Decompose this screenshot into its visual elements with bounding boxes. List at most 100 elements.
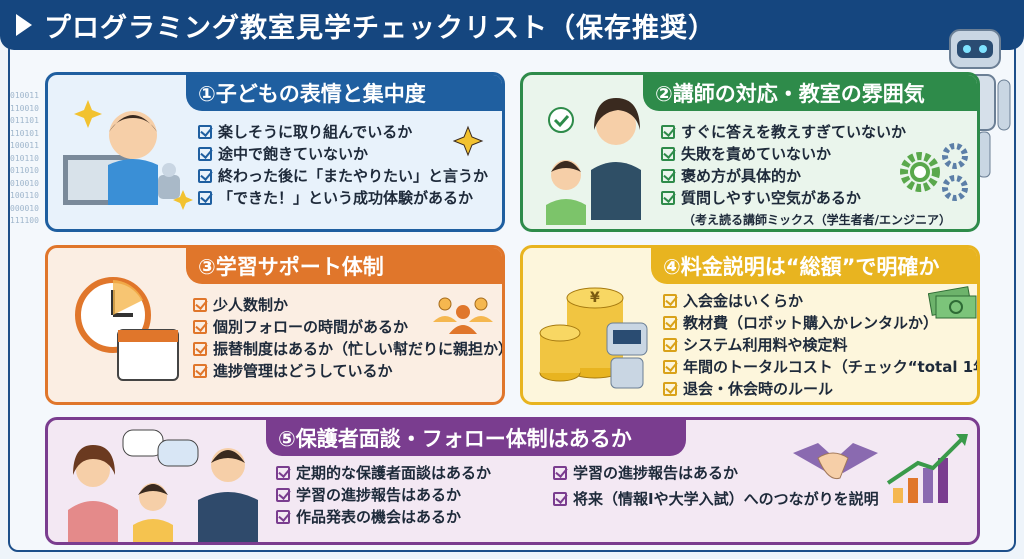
checkbox-checked-icon bbox=[663, 382, 677, 396]
item-text: 入会金はいくらか bbox=[683, 292, 804, 310]
item-text: 個別フォローの時間があるか bbox=[213, 318, 409, 336]
checklist-item[interactable]: 楽しそうに取り組んでいるか bbox=[198, 121, 488, 143]
binary-line: 110101 bbox=[10, 128, 39, 138]
item-text: 学習の進捗報告はあるか bbox=[573, 464, 739, 482]
checkbox-checked-icon bbox=[276, 510, 290, 524]
binary-line: 010010 bbox=[10, 178, 39, 188]
item-text: 作品発表の機会はあるか bbox=[296, 508, 462, 526]
item-text: 失敗を責めていないか bbox=[681, 145, 832, 163]
checklist-item[interactable]: 個別フォローの時間があるか bbox=[193, 316, 502, 338]
yen-symbol: ¥ bbox=[590, 290, 600, 306]
banknotes-icon bbox=[928, 286, 977, 319]
sparkle-icon bbox=[453, 125, 484, 157]
checkbox-checked-icon bbox=[198, 169, 212, 183]
binary-line: 010011 bbox=[10, 91, 39, 100]
item-text: 終わった後に「またやりたい」と言うか bbox=[218, 167, 489, 185]
checklist-item[interactable]: 将来（情報Ⅰや大学入試）へのつながりを説明 bbox=[553, 488, 879, 510]
teacher-and-child-icon bbox=[546, 98, 641, 225]
item-text: 将来（情報Ⅰや大学入試）へのつながりを説明 bbox=[573, 490, 879, 508]
item-text: 褒め方が具体的か bbox=[681, 167, 802, 185]
checklist-item[interactable]: 終わった後に「またやりたい」と言うか bbox=[198, 165, 488, 187]
checklist: 少人数制か 個別フォローの時間があるか 振替制度はあるか（忙しい幇だりに親担か）… bbox=[193, 294, 505, 382]
checkbox-checked-icon bbox=[553, 492, 567, 506]
checklist-right: 学習の進捗報告はあるか 将来（情報Ⅰや大学入試）へのつながりを説明 bbox=[553, 462, 879, 510]
binary-line: 011010 bbox=[10, 166, 39, 175]
checklist: 楽しそうに取り組んでいるか 途中で飽きていないか 終わった後に「またやりたい」と… bbox=[198, 121, 488, 209]
item-text: 定期的な保護者面談はあるか bbox=[296, 464, 492, 482]
checkbox-checked-icon bbox=[193, 342, 207, 356]
child-at-computer-icon bbox=[63, 100, 193, 210]
checklist-item[interactable]: 退会・休会時のルール bbox=[663, 378, 977, 400]
checklist-item[interactable]: 振替制度はあるか（忙しい幇だりに親担か） bbox=[193, 338, 505, 360]
panel-heading: ②講師の対応・教室の雰囲気 bbox=[643, 75, 977, 111]
clock-calendar-icon bbox=[75, 277, 179, 381]
checklist-left: 定期的な保護者面談はあるか 学習の進捗報告はあるか 作品発表の機会はあるか bbox=[276, 462, 491, 528]
checkbox-checked-icon bbox=[193, 298, 207, 312]
checkbox-checked-icon bbox=[198, 147, 212, 161]
checklist-item[interactable]: システム利用料や検定料 bbox=[663, 334, 977, 356]
gears-icon bbox=[900, 143, 968, 201]
binary-line: 110010 bbox=[10, 103, 39, 113]
panel-heading: ①子どもの表情と集中度 bbox=[186, 75, 502, 111]
checklist-item[interactable]: 褒め方が具体的か bbox=[661, 165, 906, 187]
item-text: 年間のトータルコスト（チェック“total 1年”! bbox=[683, 358, 980, 376]
item-text: 振替制度はあるか（忙しい幇だりに親担か） bbox=[213, 340, 505, 358]
checklist-item[interactable]: 教材費（ロボット購入かレンタルか） bbox=[663, 312, 977, 334]
item-text: 楽しそうに取り組んでいるか bbox=[218, 123, 413, 141]
item-text: 少人数制か bbox=[213, 296, 289, 314]
checkbox-checked-icon bbox=[198, 125, 212, 139]
checklist-item[interactable]: 途中で飽きていないか bbox=[198, 143, 488, 165]
panel-heading: ③学習サポート体制 bbox=[186, 248, 502, 284]
checkbox-checked-icon bbox=[193, 320, 207, 334]
checklist-item[interactable]: 作品発表の機会はあるか bbox=[276, 506, 491, 528]
binary-decoration: 010011 110010 011101 110101 100011 010110 0110… bbox=[10, 90, 39, 228]
page-title: プログラミング教室見学チェックリスト（保存推奨） bbox=[44, 12, 716, 44]
item-text: 学習の進捗報告はあるか bbox=[296, 486, 462, 504]
checklist-item[interactable]: 進捗管理はどうしているか bbox=[193, 360, 502, 382]
checkbox-checked-icon bbox=[663, 316, 677, 330]
checklist-item[interactable]: すぐに答えを教えすぎていないか bbox=[661, 121, 906, 143]
checklist-item[interactable]: 質問しやすい空気があるか bbox=[661, 187, 906, 209]
checklist-item[interactable]: 少人数制か bbox=[193, 294, 502, 316]
checkbox-checked-icon bbox=[553, 466, 567, 480]
binary-line: 010110 bbox=[10, 153, 39, 163]
checkbox-checked-icon bbox=[661, 147, 675, 161]
checklist-item[interactable]: 入会金はいくらか bbox=[663, 290, 977, 312]
play-triangle-icon bbox=[16, 14, 32, 36]
coins-robot-icon bbox=[539, 287, 648, 389]
panel-heading: ⑤保護者面談・フォロー体制はあるか bbox=[266, 420, 686, 456]
checkbox-checked-icon bbox=[276, 466, 290, 480]
checklist: 入会金はいくらか 教材費（ロボット購入かレンタルか） システム利用料や検定料 年… bbox=[663, 290, 980, 400]
item-text: 「できた！」という成功体験があるか bbox=[218, 189, 474, 207]
checklist-item[interactable]: 年間のトータルコスト（チェック“total 1年”! bbox=[663, 356, 980, 378]
binary-line: 000010 bbox=[10, 203, 39, 213]
panel-heading: ④料金説明は“総額”で明確か bbox=[651, 248, 977, 284]
checkbox-checked-icon bbox=[661, 125, 675, 139]
panel-parent-followup: ⑤保護者面談・フォロー体制はあるか 定期的な保護者面談はあるか 学習の進捗報告は… bbox=[45, 417, 980, 545]
checkbox-checked-icon bbox=[661, 169, 675, 183]
checkbox-checked-icon bbox=[663, 338, 677, 352]
checkbox-checked-icon bbox=[276, 488, 290, 502]
item-text: 途中で飽きていないか bbox=[218, 145, 369, 163]
panel-child-expression: ①子どもの表情と集中度 楽しそうに取り組んでいるか 途中で飽きていないか 終わっ… bbox=[45, 72, 505, 232]
checklist-item[interactable]: 失敗を責めていないか bbox=[661, 143, 906, 165]
checklist-item[interactable]: 学習の進捗報告はあるか bbox=[276, 484, 491, 506]
checklist-item[interactable]: 「できた！」という成功体験があるか bbox=[198, 187, 488, 209]
binary-line: 011101 bbox=[10, 116, 39, 125]
binary-line: 100110 bbox=[10, 191, 39, 200]
checklist-item[interactable]: 学習の進捗報告はあるか bbox=[553, 462, 879, 484]
panel-pricing: ④料金説明は“総額”で明確か 入会金はいくらか 教材費（ロボット購入かレンタルか… bbox=[520, 245, 980, 405]
checklist: すぐに答えを教えすぎていないか 失敗を責めていないか 褒め方が具体的か 質問しや… bbox=[661, 121, 906, 209]
handshake-growth-icon bbox=[793, 434, 968, 503]
binary-line: 100011 bbox=[10, 141, 39, 150]
item-text: 退会・休会時のルール bbox=[683, 380, 834, 398]
binary-line: 111100 bbox=[10, 216, 39, 225]
item-text: 進捗管理はどうしているか bbox=[213, 362, 393, 380]
checkbox-checked-icon bbox=[661, 191, 675, 205]
item-text: すぐに答えを教えすぎていないか bbox=[681, 123, 907, 141]
title-bar: プログラミング教室見学チェックリスト（保存推奨） bbox=[0, 0, 1024, 50]
panel-learning-support: ③学習サポート体制 少人数制か 個別フォローの時間があるか 振替制度はあるか（忙… bbox=[45, 245, 505, 405]
checkbox-checked-icon bbox=[193, 364, 207, 378]
checklist-item[interactable]: 定期的な保護者面談はあるか bbox=[276, 462, 491, 484]
group-people-icon bbox=[433, 297, 493, 334]
